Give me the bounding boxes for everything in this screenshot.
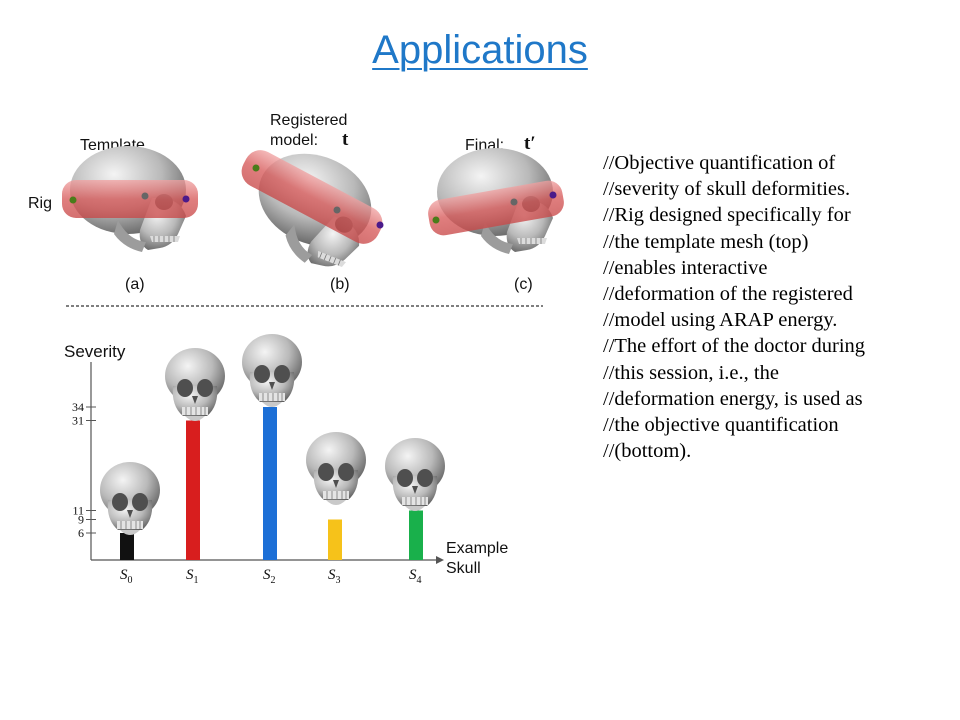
bar-s0 <box>120 533 134 560</box>
text-line: //severity of skull deformities. <box>603 178 851 201</box>
panel-c-symbol: t′ <box>524 133 536 154</box>
rig-point <box>252 164 260 172</box>
rig-point <box>376 221 384 229</box>
x-tick-subscript: 1 <box>194 575 199 586</box>
x-tick-label: S1 <box>186 567 199 586</box>
bar-s2 <box>263 407 277 560</box>
text-line: //Rig designed specifically for <box>603 204 851 227</box>
rig-point <box>549 191 557 199</box>
rig-band-a <box>62 180 198 218</box>
panel-b-title: Registered model: <box>270 112 352 149</box>
y-tick-label: 11 <box>72 504 84 518</box>
panel-a-caption: (a) <box>125 276 145 293</box>
x-tick-label: S3 <box>328 567 341 586</box>
rig-point <box>182 195 190 203</box>
x-tick-label: S0 <box>120 567 133 586</box>
rig-label: Rig <box>28 195 52 212</box>
rig-point <box>432 216 440 224</box>
y-tick-label: 34 <box>72 400 84 414</box>
text-line: //(bottom). <box>603 440 692 463</box>
rig-point <box>141 192 149 200</box>
panel-c: Final: t′ (c) <box>428 133 564 293</box>
text-line: //The effort of the doctor during <box>603 335 866 358</box>
skull-s2 <box>241 333 303 408</box>
rig-point <box>69 196 77 204</box>
rig-band-b <box>241 150 383 244</box>
x-tick-subscript: 0 <box>128 575 133 586</box>
text-line: //the objective quantification <box>603 414 839 437</box>
bar-s3 <box>328 519 342 560</box>
skull-s4 <box>384 437 446 512</box>
panel-c-caption: (c) <box>514 276 533 293</box>
text-line: //model using ARAP energy. <box>603 309 838 332</box>
description-text: //Objective quantification of //severity… <box>603 150 953 464</box>
text-line: //this session, i.e., the <box>603 361 779 384</box>
y-tick-label: 9 <box>78 513 84 527</box>
panel-b-symbol: t <box>342 129 349 150</box>
skull-s3 <box>305 431 367 506</box>
x-tick-label: S2 <box>263 567 276 586</box>
bar-s4 <box>409 510 423 560</box>
x-tick-subscript: 3 <box>336 575 341 586</box>
x-tick-subscript: 2 <box>271 575 276 586</box>
y-axis-label: Severity <box>64 342 126 361</box>
panel-b-caption: (b) <box>330 276 350 293</box>
rig-point <box>333 206 341 214</box>
skull-s1 <box>164 347 226 422</box>
x-axis-label-word1: Example <box>446 540 508 557</box>
slide-title: Applications <box>372 28 588 72</box>
x-axis-label-word2: Skull <box>446 560 481 577</box>
panel-b-title-word2: model: <box>270 132 318 149</box>
rig-band-c <box>428 180 564 236</box>
rig-point <box>510 198 518 206</box>
y-tick-label: 6 <box>78 526 84 540</box>
text-line: //enables interactive <box>603 256 768 279</box>
text-line: //deformation energy, is used as <box>603 387 863 410</box>
x-axis-label: Example Skull <box>446 540 513 577</box>
x-axis-arrow <box>436 556 444 564</box>
x-tick-subscript: 4 <box>417 575 422 586</box>
text-line: //the template mesh (top) <box>603 230 809 253</box>
bar-s1 <box>186 420 200 560</box>
y-tick-label: 31 <box>72 414 84 428</box>
panel-a: Template Rig (a) <box>28 137 198 293</box>
x-tick-label: S4 <box>409 567 422 586</box>
panel-b-title-word1: Registered <box>270 112 347 129</box>
panel-b: Registered model: t (b) <box>237 112 386 293</box>
text-line: //deformation of the registered <box>603 283 853 306</box>
text-line: //Objective quantification of <box>603 152 836 174</box>
skull-s0 <box>99 461 161 536</box>
